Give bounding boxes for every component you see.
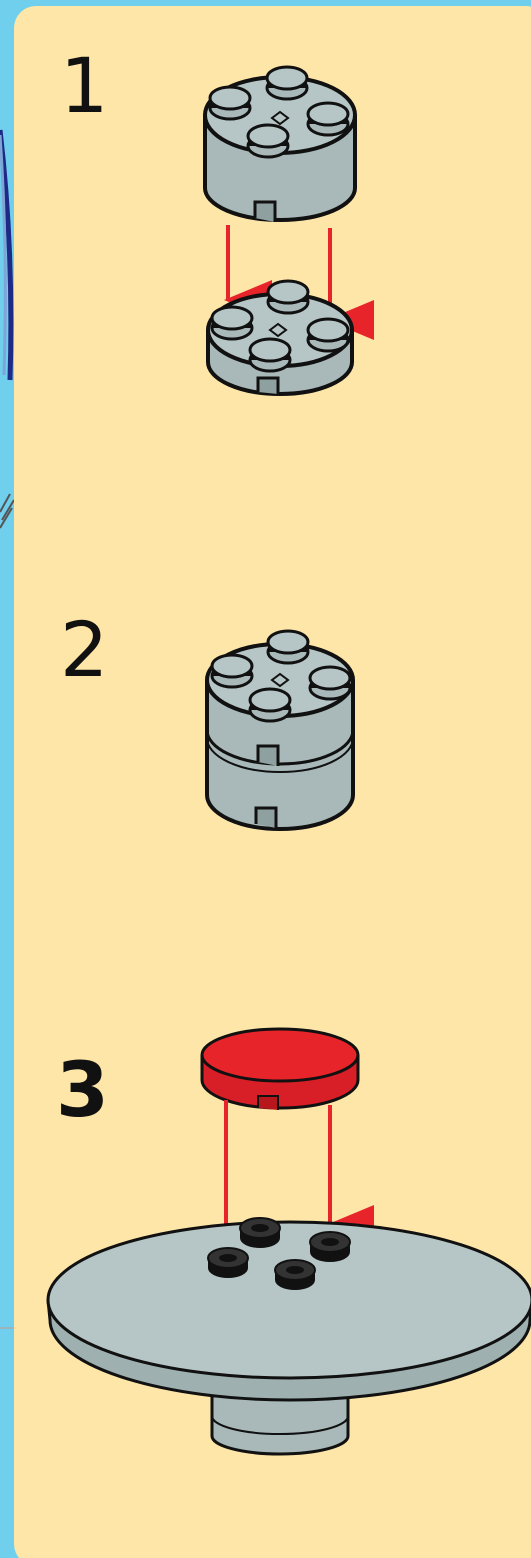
step-1-assembly (205, 67, 355, 394)
round-tile-red (202, 1029, 358, 1110)
round-dish-gray (48, 1218, 531, 1454)
step-3-assembly (48, 1029, 531, 1454)
round-brick-upper (205, 67, 355, 222)
round-brick-stack (207, 631, 353, 829)
step-2-assembly (207, 631, 353, 829)
